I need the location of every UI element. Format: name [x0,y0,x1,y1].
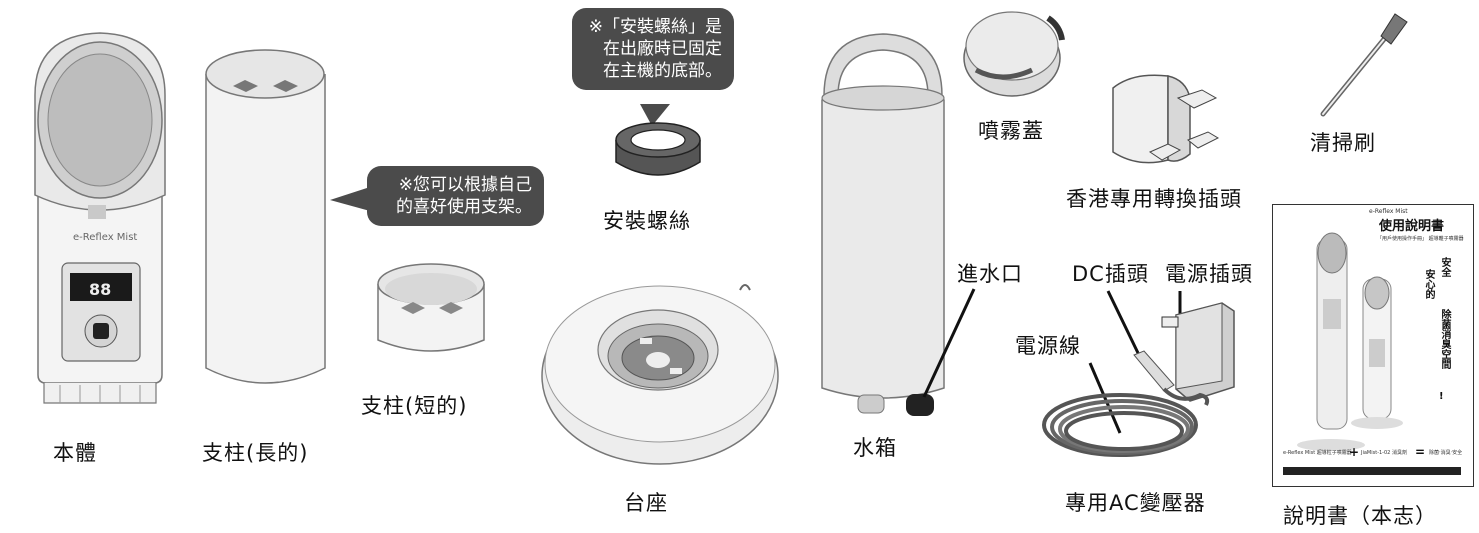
manual-formula-plus: + [1349,445,1360,459]
manual-formula-left: e-Reflex Mist 超導粒子噴霧器 [1283,450,1352,456]
label-hk-plug-adapter: 香港專用轉換插頭 [1066,187,1242,211]
manual-footer-bar [1283,467,1461,475]
label-manual: 說明書（本志） [1283,504,1437,528]
label-dc-plug: DC插頭 [1072,262,1149,286]
pillar-long-illustration [203,48,328,400]
screw-note-bubble: ※「安裝螺絲」是 在出廠時已固定 在主機的底部。 [572,8,734,90]
label-base: 台座 [624,491,668,515]
screw-note-line-1: ※「安裝螺絲」是 [588,17,722,37]
base-illustration [540,278,780,468]
screw-note-line-2: 在出廠時已固定 [603,39,722,59]
pillar-note-bubble: ※您可以根據自己 的喜好使用支架。 [367,166,544,226]
label-pillar-long: 支柱(長的) [202,441,309,465]
label-main-unit: 本體 [53,441,97,465]
install-screw-illustration [613,120,703,190]
device-display: 88 [89,280,112,299]
manual-subtitle: 「用戶使用操作手冊」 超導離子噴霧器 [1377,236,1464,242]
manual-formula-mid: JiaMist-1-02 消臭劑 [1361,450,1407,456]
manual-cover: e-Reflex Mist 使用說明書 「用戶使用操作手冊」 超導離子噴霧器 安… [1272,204,1474,487]
spray-cap-illustration [962,0,1067,100]
label-install-screw: 安裝螺絲 [603,209,691,233]
label-water-tank: 水箱 [853,436,897,460]
pillar-note-pointer [330,187,370,211]
main-unit-illustration [30,25,170,420]
water-inlet-leader [922,288,976,398]
hk-plug-adapter-illustration [1098,68,1223,178]
water-tank-illustration [818,30,948,425]
manual-title: 使用說明書 [1379,219,1445,234]
manual-slogan-end: ! [1439,391,1444,402]
manual-device-illustration [1297,232,1403,451]
screw-note-pointer [640,104,670,126]
label-ac-adapter: 專用AC變壓器 [1065,491,1206,515]
label-power-plug: 電源插頭 [1165,262,1253,286]
device-brand: e-Reflex Mist [73,232,138,243]
label-water-inlet: 進水口 [957,262,1023,286]
label-spray-cap: 噴霧蓋 [978,119,1044,143]
cleaning-brush-illustration [1315,8,1415,123]
label-power-cord: 電源線 [1015,334,1081,358]
screw-note-line-3: 在主機的底部。 [603,61,722,81]
pillar-note-line-2: 的喜好使用支架。 [396,197,532,217]
manual-slogan-col2: 安心的 [1423,269,1434,299]
manual-slogan-col1: 安全 [1439,257,1450,277]
label-pillar-short: 支柱(短的) [361,394,468,418]
manual-formula-right: 除菌‧消臭‧安全 [1429,450,1463,456]
ac-adapter-illustration [1040,285,1240,470]
manual-slogan-col3: 除菌消臭空間 [1439,309,1450,369]
pillar-note-line-1: ※您可以根據自己 [398,175,532,195]
label-cleaning-brush: 清掃刷 [1310,131,1376,155]
pillar-short-illustration [375,262,487,362]
manual-formula-eq: = [1415,445,1426,459]
manual-brand: e-Reflex Mist [1369,208,1408,215]
